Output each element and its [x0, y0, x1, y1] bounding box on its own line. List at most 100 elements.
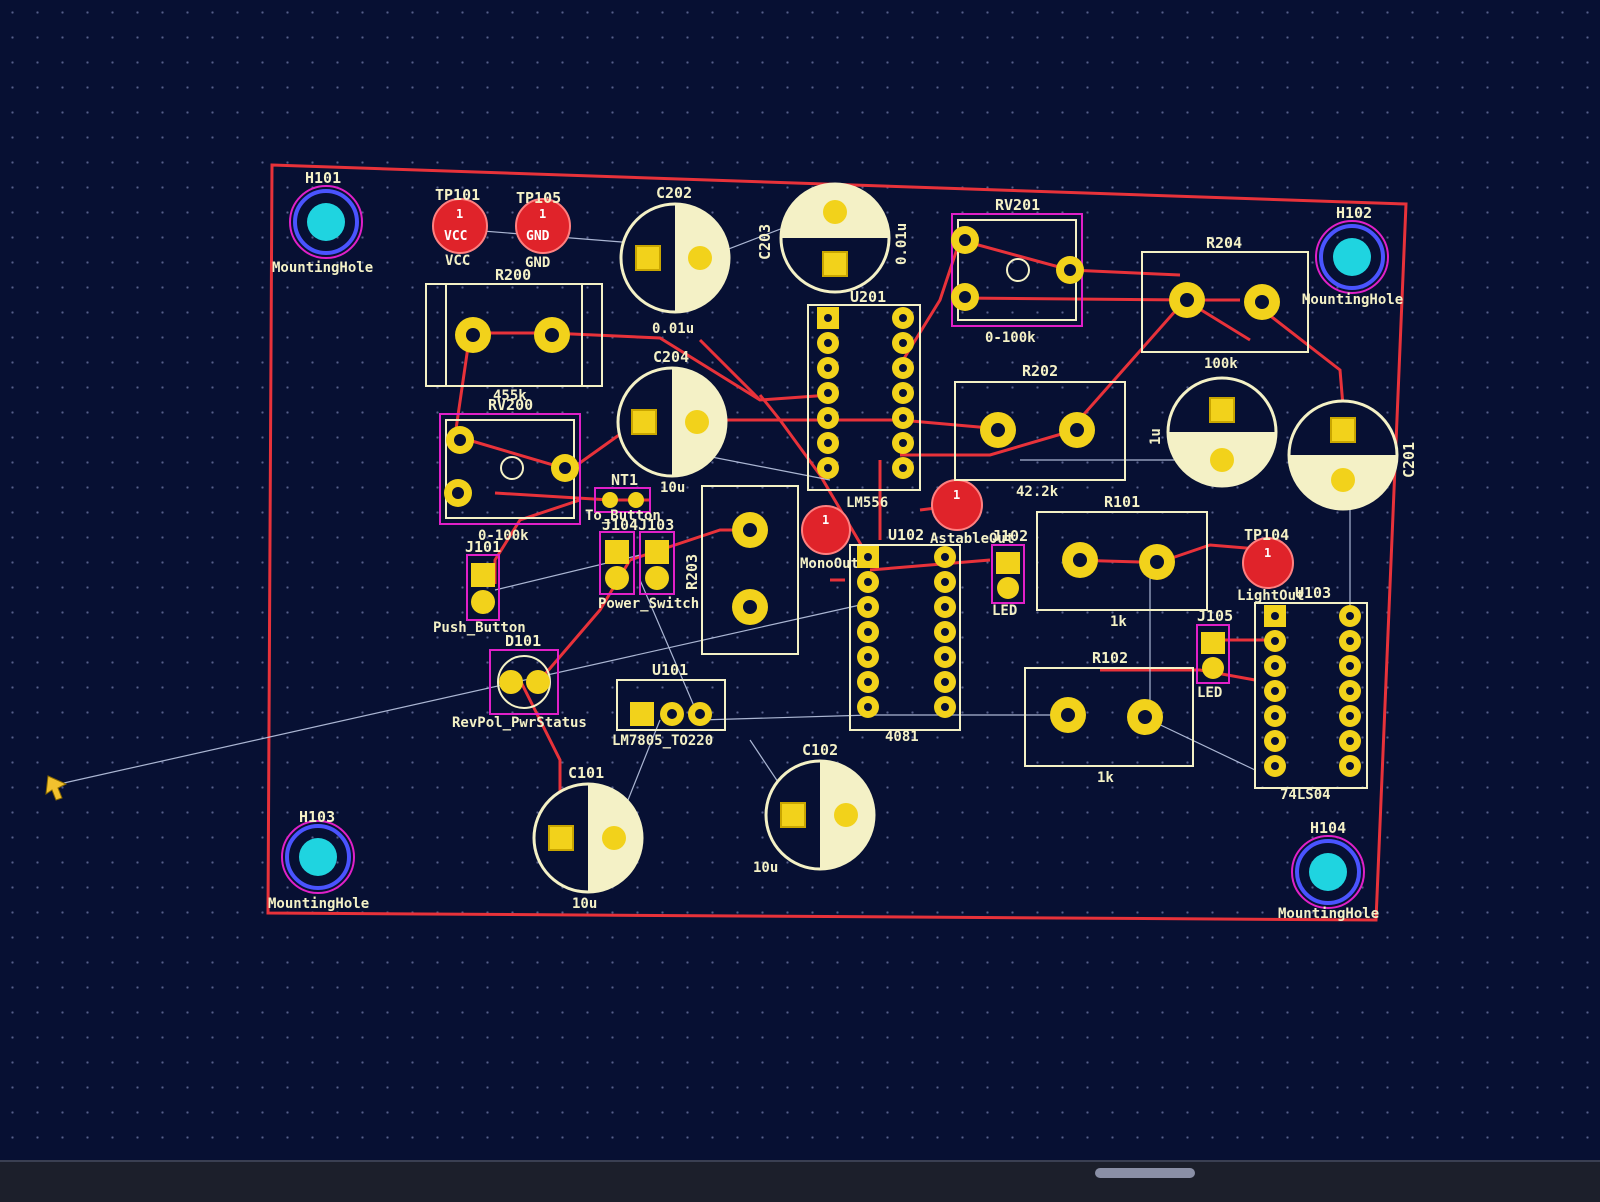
pin-drill-hole — [864, 678, 872, 686]
c202-ref: C202 — [656, 184, 692, 202]
h104-ref: H104 — [1310, 819, 1346, 837]
c101-value: 10u — [572, 896, 597, 912]
r204-value: 100k — [1204, 356, 1238, 372]
pin-drill-hole — [1271, 687, 1279, 695]
tp104-value: LightOut — [1237, 588, 1304, 604]
pin-drill-hole — [899, 339, 907, 347]
pin-drill-hole — [1271, 762, 1279, 770]
c203-ref: C203 — [756, 224, 774, 260]
tp105-value: GND — [525, 255, 550, 271]
resistor-r202[interactable]: R202 42.2k — [954, 362, 1126, 500]
tp105-pad: GND — [526, 229, 550, 244]
ic-u103[interactable]: U103 74LS04 — [1254, 584, 1368, 803]
testpoint-tp104[interactable]: 1 TP104 LightOut — [1237, 526, 1304, 604]
capacitor-c203[interactable]: C203 0.01u — [756, 182, 910, 294]
r203-ref: R203 — [683, 554, 701, 590]
pin-drill-hole — [941, 653, 949, 661]
rv201-value: 0-100k — [985, 330, 1036, 346]
resistor-r101[interactable]: R101 1k — [1036, 493, 1208, 630]
u102-value: 4081 — [885, 729, 919, 745]
r200-value: 455k — [493, 388, 527, 404]
resistor-r204[interactable]: R204 100k — [1141, 234, 1309, 372]
pin-drill-hole — [1271, 662, 1279, 670]
mounting-hole-h101[interactable]: H101 MountingHole — [272, 169, 373, 276]
r102-value: 1k — [1097, 770, 1114, 786]
d101-value: RevPol_PwrStatus — [452, 715, 587, 731]
resistor-r203[interactable]: R203 — [683, 485, 799, 655]
nettie-nt1[interactable]: NT1 To_Button — [585, 471, 661, 524]
capacitor-c102[interactable]: C102 10u — [753, 741, 876, 876]
potentiometer-rv200[interactable]: RV200 0-100k — [439, 396, 581, 544]
pin-drill-hole — [824, 364, 832, 372]
pcb-canvas[interactable]: H101 MountingHole H102 MountingHole H103… — [0, 0, 1600, 1160]
r101-value: 1k — [1110, 614, 1127, 630]
tp103-value: AstableOut — [930, 531, 1014, 547]
pin-drill-hole — [824, 314, 832, 322]
j105-value: LED — [1197, 685, 1222, 701]
connector-j101[interactable]: J101 Push_Button — [433, 538, 526, 636]
pin-drill-hole — [899, 414, 907, 422]
u101-value: LM7805_TO220 — [612, 733, 713, 749]
u201-value: LM556 — [846, 495, 888, 511]
rv200-ref: RV200 — [488, 396, 533, 414]
ic-u102[interactable]: U102 4081 — [849, 526, 961, 745]
c201-ref: C201 — [1400, 442, 1418, 478]
tp102-value: MonoOut — [800, 556, 859, 572]
c205-value: 1u — [1148, 428, 1164, 445]
u102-pins — [857, 546, 956, 718]
pin-drill-hole — [864, 703, 872, 711]
capacitor-c204[interactable]: C204 10u — [616, 348, 728, 496]
led-d101[interactable]: D101 RevPol_PwrStatus — [452, 632, 587, 731]
c102-ref: C102 — [802, 741, 838, 759]
svg-text:J105: J105 — [1197, 607, 1233, 625]
j102-value: LED — [992, 603, 1017, 619]
pin-drill-hole — [1271, 737, 1279, 745]
tp101-pad: VCC — [444, 229, 467, 244]
testpoint-tp102[interactable]: 1 MonoOut — [800, 505, 859, 572]
mounting-hole-h104[interactable]: H104 MountingHole — [1278, 819, 1379, 922]
board-edge-outline — [266, 163, 1408, 922]
horizontal-scrollbar[interactable] — [1095, 1168, 1195, 1178]
u201-ref: U201 — [850, 288, 886, 306]
connector-j105[interactable]: J105 LED — [1196, 607, 1233, 701]
pin-drill-hole — [899, 314, 907, 322]
pin-drill-hole — [824, 339, 832, 347]
j104-j103-ref: J104J103 — [602, 516, 674, 534]
capacitor-c201[interactable]: C201 — [1287, 399, 1418, 511]
u102-ref: U102 — [888, 526, 924, 544]
svg-text:1: 1 — [539, 207, 546, 221]
u101-ref: U101 — [652, 661, 688, 679]
connector-j104-j103[interactable]: J104J103 Power_Switch — [598, 516, 699, 612]
resistor-r102[interactable]: R102 1k — [1024, 649, 1194, 786]
testpoint-tp101[interactable]: 1 VCC TP101 VCC — [432, 186, 488, 269]
c102-value: 10u — [753, 860, 778, 876]
mounting-hole-h103[interactable]: H103 MountingHole — [268, 808, 369, 912]
pcb-board[interactable]: H101 MountingHole H102 MountingHole H103… — [0, 0, 1600, 1160]
testpoint-tp103[interactable]: 1 AstableOut — [930, 479, 1014, 547]
pin-drill-hole — [1271, 612, 1279, 620]
svg-text:1: 1 — [456, 207, 463, 221]
resistor-r200[interactable]: R200 455k — [425, 266, 603, 404]
pin-drill-hole — [941, 628, 949, 636]
mounting-hole-h102[interactable]: H102 MountingHole — [1302, 204, 1403, 308]
c204-value: 10u — [660, 480, 685, 496]
rv200-value: 0-100k — [478, 528, 529, 544]
pin-drill-hole — [941, 578, 949, 586]
ic-u201[interactable]: U201 LM556 — [807, 288, 921, 511]
capacitor-c202[interactable]: C202 0.01u — [619, 184, 731, 337]
pin-drill-hole — [824, 464, 832, 472]
capacitor-c205[interactable]: 1u — [1148, 376, 1278, 488]
potentiometer-rv201[interactable]: RV201 0-100k — [951, 196, 1084, 346]
h101-ref: H101 — [305, 169, 341, 187]
j104-j103-value: Power_Switch — [598, 596, 699, 612]
regulator-u101[interactable]: U101 LM7805_TO220 — [612, 661, 726, 749]
pin-drill-hole — [941, 603, 949, 611]
pin-drill-hole — [899, 364, 907, 372]
connector-j102[interactable]: J102 LED — [991, 527, 1028, 619]
pin-drill-hole — [1346, 737, 1354, 745]
pin-drill-hole — [899, 439, 907, 447]
c202-value: 0.01u — [652, 321, 694, 337]
c101-ref: C101 — [568, 764, 604, 782]
testpoint-tp105[interactable]: 1 GND TP105 GND — [515, 189, 571, 271]
capacitor-c101[interactable]: C101 10u — [532, 764, 644, 912]
